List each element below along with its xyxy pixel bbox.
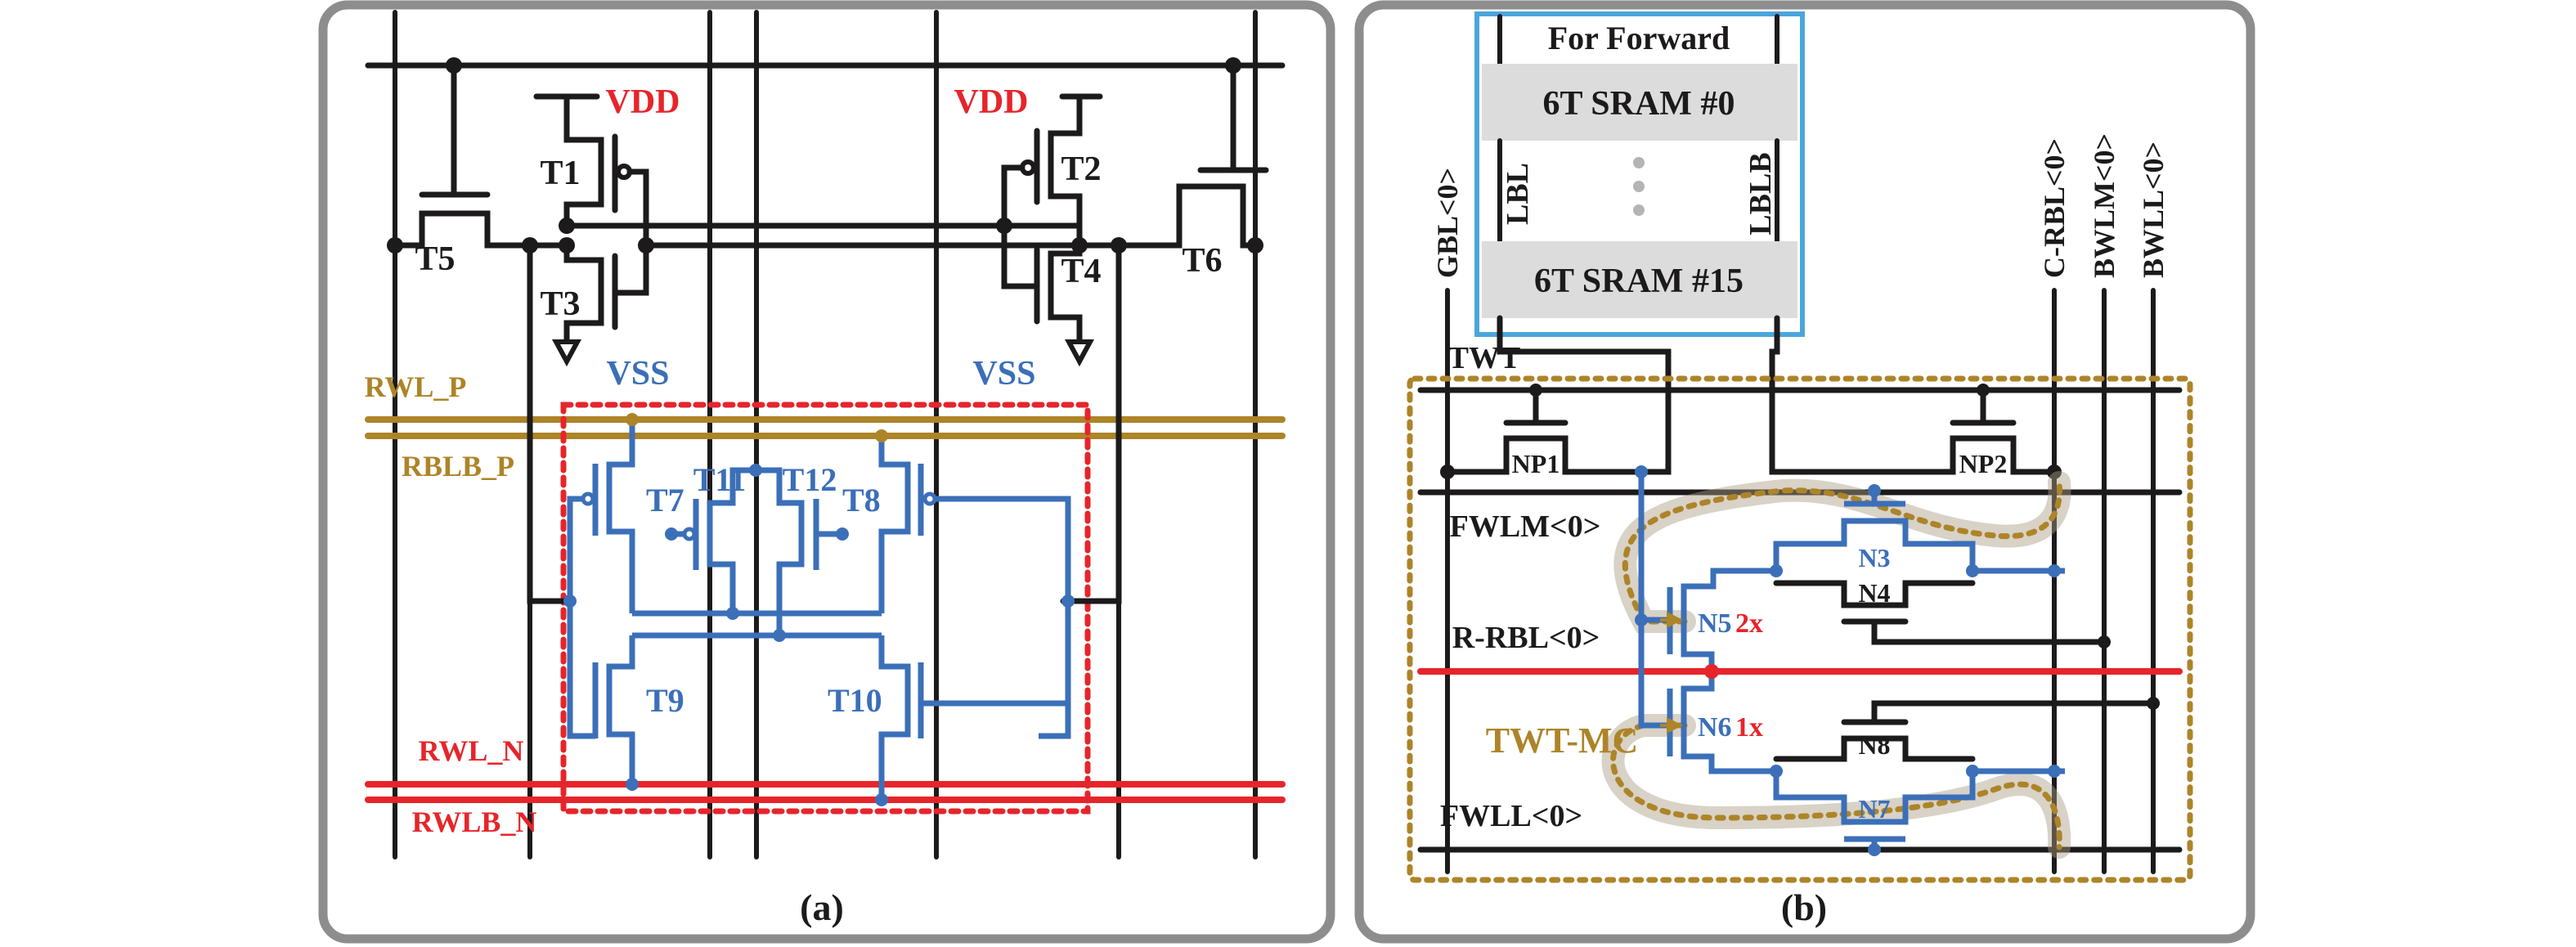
wire-q-to-compute — [527, 242, 573, 604]
transistor-n8 — [1773, 700, 2156, 762]
sram-block-15-label: 6T SRAM #15 — [1534, 263, 1744, 300]
label-t9: T9 — [646, 682, 684, 719]
ellipsis-dot — [1633, 204, 1645, 216]
label-rwl-n: RWL_N — [419, 734, 524, 767]
label-n6-size: 1x — [1735, 712, 1763, 743]
label-t2: T2 — [1061, 150, 1101, 188]
label-lblb: LBLB — [1744, 152, 1778, 235]
current-path-upper — [1622, 479, 2062, 625]
label-t5: T5 — [415, 240, 455, 278]
label-t8: T8 — [842, 482, 881, 518]
label-rwl-p: RWL_P — [365, 370, 467, 403]
label-n5: N5 — [1698, 608, 1732, 639]
label-t3: T3 — [540, 285, 580, 323]
label-t11: T11 — [693, 461, 746, 498]
ellipsis-dot — [1633, 157, 1645, 168]
wire-qb-to-compute — [1060, 242, 1122, 604]
label-rwlb-n: RWLB_N — [412, 806, 537, 838]
label-np1: NP1 — [1512, 449, 1560, 478]
panel-b: For Forward 6T SRAM #0 LBL LBLB 6T SRAM … — [1354, 0, 2255, 944]
twt-mc-boundary — [1407, 375, 2193, 883]
caption-b: (b) — [1781, 886, 1827, 928]
sram-block-0-label: 6T SRAM #0 — [1543, 85, 1735, 123]
label-vss-right: VSS — [972, 355, 1035, 393]
label-np2: NP2 — [1959, 449, 2008, 478]
label-t4: T4 — [1061, 253, 1101, 290]
label-bwll: BWLL<0> — [2137, 141, 2170, 278]
label-gbl: GBL<0> — [1431, 168, 1464, 278]
label-rblb-p: RBLB_P — [402, 450, 514, 482]
label-c-rbl: C-RBL<0> — [2038, 138, 2071, 278]
label-twt: TWT — [1448, 341, 1521, 375]
ellipsis-dot — [1633, 181, 1645, 192]
wire-lblb — [1769, 315, 1943, 475]
label-n5-size: 2x — [1735, 608, 1763, 639]
label-t1: T1 — [540, 155, 580, 192]
array-title: For Forward — [1548, 20, 1730, 56]
label-n4: N4 — [1858, 578, 1890, 608]
sram-block-15 — [1482, 241, 1797, 318]
panel-a: T5 T6 T1 VDD — [318, 0, 1335, 944]
transistor-t4 — [1001, 222, 1095, 367]
label-bwlm: BWLM<0> — [2088, 133, 2120, 278]
transistor-t2 — [1001, 93, 1103, 249]
compute-transistors-a — [567, 420, 1071, 800]
label-t10: T10 — [828, 682, 882, 719]
transistor-t1 — [533, 93, 649, 249]
label-n7: N7 — [1858, 794, 1890, 824]
sram-block-0 — [1482, 64, 1797, 141]
label-fwlm: FWLM<0> — [1450, 509, 1601, 544]
compute-region-box — [560, 402, 1091, 815]
transistor-n4 — [1773, 580, 2107, 645]
transistor-t5 — [392, 62, 570, 249]
label-r-rbl: R-RBL<0> — [1452, 621, 1600, 655]
label-n8: N8 — [1858, 730, 1890, 760]
label-t12: T12 — [783, 461, 837, 498]
label-vdd-right: VDD — [954, 83, 1029, 121]
caption-a: (a) — [800, 886, 844, 928]
label-vss-left: VSS — [606, 355, 669, 393]
label-n6: N6 — [1698, 712, 1732, 743]
label-vdd-left: VDD — [606, 83, 680, 121]
transistor-t3 — [551, 242, 649, 367]
label-t7: T7 — [646, 482, 684, 518]
label-t6: T6 — [1182, 242, 1222, 280]
label-n3: N3 — [1858, 543, 1890, 572]
label-fwll: FWLL<0> — [1440, 799, 1582, 833]
label-lbl: LBL — [1501, 163, 1535, 225]
label-twt-mc: TWT-MC — [1486, 720, 1639, 761]
